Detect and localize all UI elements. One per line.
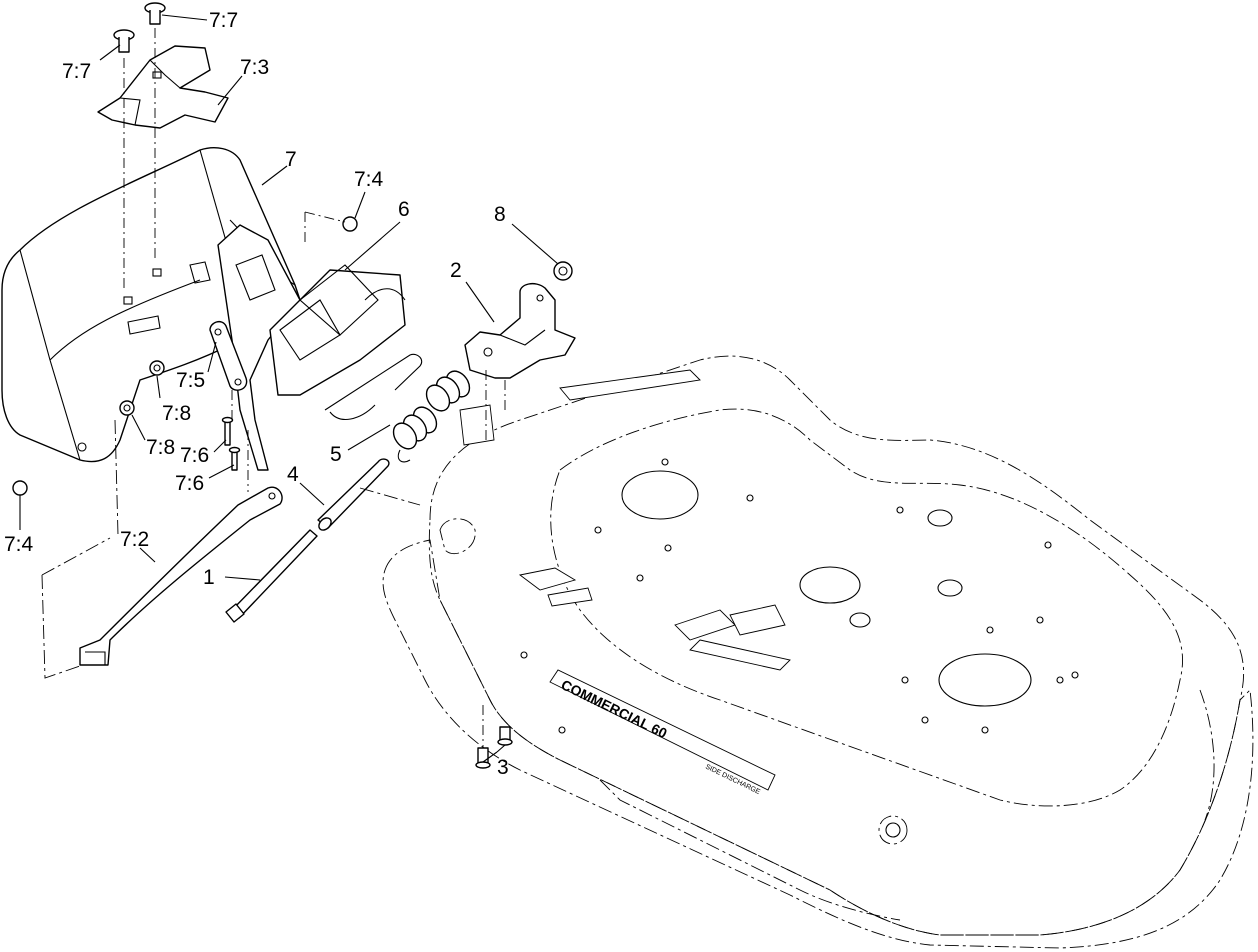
callout-7-5: 7:5 (176, 369, 205, 392)
callout-7: 7 (285, 148, 297, 171)
pin-upper (144, 2, 166, 25)
callout-3: 3 (497, 756, 509, 779)
callout-4: 4 (287, 463, 299, 486)
callout-7-6-lower: 7:6 (175, 472, 204, 495)
callout-1: 1 (203, 566, 215, 589)
pivot-rod (225, 529, 318, 623)
chute-arm (79, 486, 283, 666)
bolt-upper (304, 211, 358, 245)
callout-7-7-top: 7:7 (209, 9, 238, 32)
flange-nut (553, 261, 573, 281)
deck-holes (520, 458, 1079, 734)
callout-6: 6 (398, 198, 410, 221)
leader-lines (19, 14, 559, 763)
spacer-tube (317, 458, 390, 531)
screw-upper (221, 416, 234, 446)
callout-7-4-upper: 7:4 (354, 168, 384, 191)
bolt-lower (12, 480, 28, 496)
callout-7-3: 7:3 (240, 56, 269, 79)
callout-7-8-lower: 7:8 (146, 436, 175, 459)
nut-lower (119, 400, 135, 416)
pin-lower (113, 29, 135, 53)
latch-plate (97, 45, 229, 129)
callout-7-4-lower: 7:4 (4, 533, 34, 556)
callout-2: 2 (450, 259, 462, 282)
deck-logo-text: COMMERCIAL 60 (559, 676, 670, 741)
callout-7-6-upper: 7:6 (180, 444, 209, 467)
chute-link (209, 320, 248, 391)
torsion-spring (324, 353, 471, 463)
deck-bolts (475, 726, 513, 769)
callout-5: 5 (330, 443, 342, 466)
deflector-bracket (217, 224, 406, 471)
deck-decals (459, 369, 791, 671)
nut-upper (149, 360, 165, 376)
deck-logo: COMMERCIAL 60 SIDE DISCHARGE (549, 669, 776, 796)
mower-deck: COMMERCIAL 60 SIDE DISCHARGE (382, 355, 1254, 949)
callout-7-2: 7:2 (120, 528, 149, 551)
callout-7-8-upper: 7:8 (162, 402, 191, 425)
callout-8: 8 (494, 203, 506, 226)
callout-7-7-left: 7:7 (62, 60, 91, 83)
mounting-bracket (464, 282, 576, 379)
callouts: 7:7 7:7 7:3 7 7:4 6 8 2 7:5 7:8 7:8 7:6 … (4, 9, 509, 779)
